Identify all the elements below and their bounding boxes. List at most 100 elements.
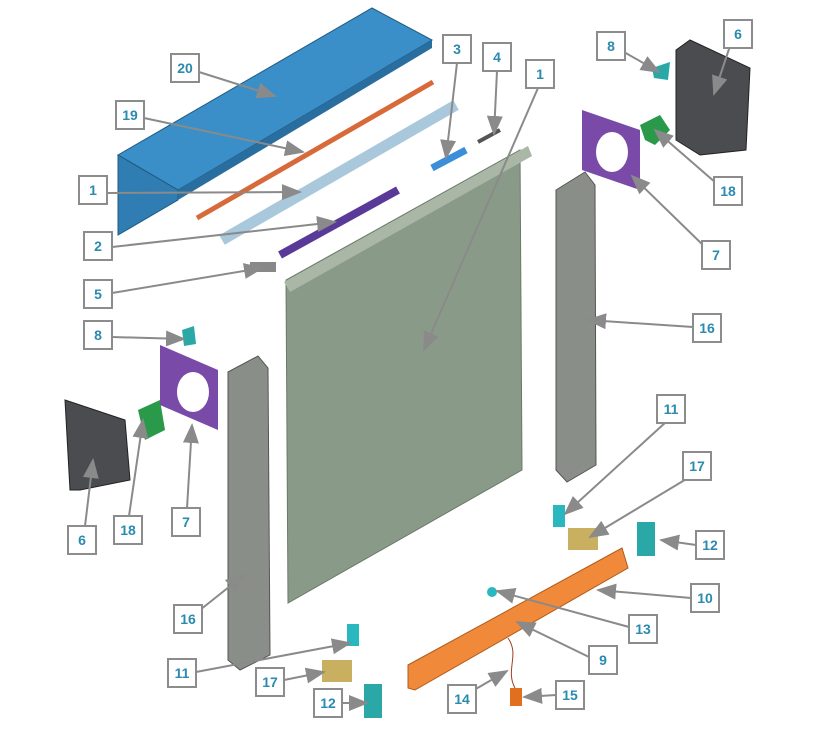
label-12: 12	[313, 688, 343, 718]
svg-text:13: 13	[635, 621, 651, 637]
arrow-11a	[195, 638, 352, 673]
fabric	[285, 149, 523, 604]
svg-text:11: 11	[664, 401, 679, 417]
label-17: 17	[682, 451, 712, 481]
svg-text:17: 17	[262, 674, 278, 690]
pull-15	[510, 688, 522, 706]
arrow-16a	[199, 573, 246, 611]
bracket-clip	[250, 262, 276, 272]
svg-text:18: 18	[120, 522, 136, 538]
arrow-14	[473, 670, 509, 691]
part-13	[487, 587, 497, 597]
label-1: 1	[78, 175, 108, 205]
svg-text:11: 11	[175, 665, 190, 681]
clip-8-right	[652, 62, 670, 80]
svg-text:16: 16	[180, 611, 196, 627]
svg-text:7: 7	[182, 514, 190, 530]
guide-rail-left	[227, 355, 271, 671]
arrow-16b	[586, 313, 694, 330]
arrow-11b	[563, 421, 667, 516]
clip-12-left	[364, 684, 382, 718]
label-13: 13	[628, 614, 658, 644]
svg-text:12: 12	[320, 695, 336, 711]
arrow-20	[198, 71, 277, 99]
arrow-17b	[588, 477, 689, 539]
left-end-cap	[64, 399, 131, 491]
block-17-left	[322, 660, 352, 682]
arrow-13	[495, 588, 630, 628]
label-11: 11	[167, 658, 197, 688]
arrow-6b	[712, 45, 731, 96]
arrow-2	[111, 216, 337, 248]
arrow-8b	[623, 51, 661, 73]
label-1: 1	[525, 59, 555, 89]
svg-text:8: 8	[94, 327, 102, 343]
svg-text:15: 15	[562, 687, 578, 703]
clip-8-left	[182, 326, 196, 346]
motor-head	[430, 146, 468, 172]
guide-rail-right	[555, 171, 597, 483]
label-18: 18	[113, 515, 143, 545]
label-6: 6	[67, 525, 97, 555]
label-2: 2	[83, 231, 113, 261]
svg-text:1: 1	[89, 182, 97, 198]
label-16: 16	[692, 313, 722, 343]
arrow-1b	[423, 87, 539, 352]
pin	[477, 128, 501, 144]
arrow-18b	[653, 128, 717, 184]
motor	[278, 186, 400, 259]
label-8: 8	[596, 31, 626, 61]
right-end-cap	[675, 39, 751, 156]
arrow-12b	[659, 534, 697, 551]
svg-text:5: 5	[94, 286, 102, 302]
label-15: 15	[555, 680, 585, 710]
label-8: 8	[83, 320, 113, 350]
block-17-right	[568, 528, 598, 550]
clip-11-right	[553, 505, 565, 527]
label-17: 17	[255, 667, 285, 697]
svg-text:10: 10	[697, 590, 713, 606]
cassette-cover	[117, 7, 434, 236]
label-19: 19	[115, 100, 145, 130]
svg-text:6: 6	[734, 26, 742, 42]
arrow-1a	[106, 184, 302, 201]
svg-text:2: 2	[94, 238, 102, 254]
arrow-7a	[182, 423, 199, 509]
svg-text:18: 18	[720, 183, 736, 199]
svg-text:9: 9	[599, 652, 607, 668]
svg-text:1: 1	[536, 66, 544, 82]
svg-text:16: 16	[699, 320, 715, 336]
label-9: 9	[588, 645, 618, 675]
label-11: 11	[656, 394, 686, 424]
label-16: 16	[173, 604, 203, 634]
label-20: 20	[170, 53, 200, 83]
arrow-7b	[630, 174, 705, 247]
arrow-4	[486, 70, 503, 136]
arrow-6a	[82, 458, 99, 527]
fabric-roll	[284, 146, 532, 292]
svg-text:14: 14	[454, 691, 470, 707]
arrow-17a	[283, 667, 326, 684]
bracket-7-left	[160, 345, 218, 430]
label-3: 3	[442, 34, 472, 64]
label-6: 6	[723, 19, 753, 49]
svg-text:20: 20	[177, 60, 193, 76]
svg-text:8: 8	[607, 38, 615, 54]
arrow-18a	[128, 418, 149, 517]
arrow-10	[596, 583, 692, 600]
svg-text:19: 19	[122, 107, 138, 123]
svg-text:12: 12	[702, 537, 718, 553]
cord-14	[507, 637, 516, 689]
label-7: 7	[701, 240, 731, 270]
label-7: 7	[171, 507, 201, 537]
label-10: 10	[690, 583, 720, 613]
clip-12-right	[637, 522, 655, 556]
roller-tube	[219, 100, 459, 245]
svg-text:3: 3	[453, 41, 461, 57]
arrow-8a	[111, 330, 186, 347]
svg-text:7: 7	[712, 247, 720, 263]
bracket-7-right	[582, 110, 640, 190]
arrow-5	[111, 263, 264, 294]
label-4: 4	[482, 42, 512, 72]
